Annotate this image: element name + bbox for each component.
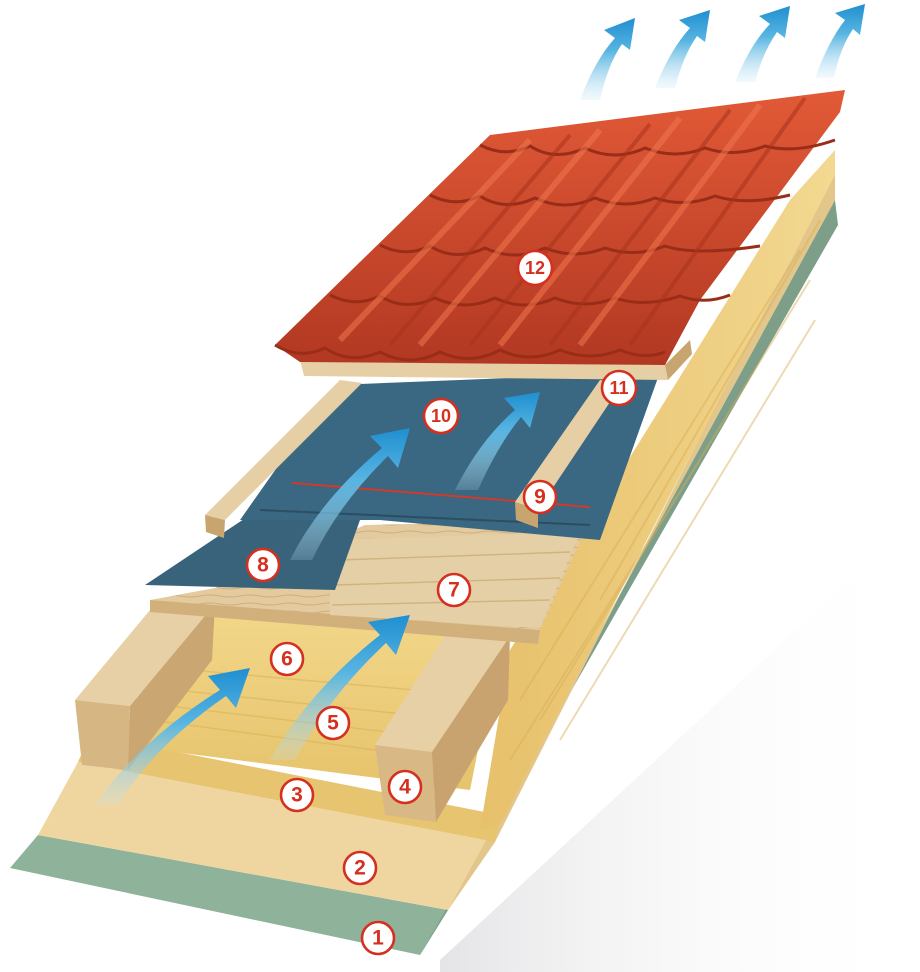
roof-tiles: [274, 90, 845, 365]
gypsum-board-side: [420, 200, 838, 955]
callout-5: 5: [315, 705, 351, 741]
callout-3-label: 3: [291, 784, 303, 807]
callout-8-label: 8: [257, 554, 269, 577]
callout-12-label: 12: [525, 258, 545, 278]
right-rafter-side: [432, 636, 510, 822]
callout-11-label: 11: [609, 378, 628, 398]
wool-side-body: [480, 150, 835, 830]
callout-4: 4: [387, 769, 423, 805]
roof-batten-side: [665, 340, 692, 380]
air-flow-arrow-icon: [735, 6, 790, 82]
callout-12: 12: [516, 249, 554, 287]
callout-7-label: 7: [448, 579, 460, 602]
air-flow-arrow-icon: [270, 615, 410, 760]
roof-batten: [300, 360, 668, 380]
counter-batten-left-front: [205, 515, 225, 538]
counter-batten-left: [205, 380, 362, 520]
callout-11: 11: [600, 369, 638, 407]
callout-2: 2: [342, 850, 378, 886]
air-flow-arrow-icon: [580, 18, 635, 100]
callout-1-label: 1: [372, 927, 384, 950]
air-flow-arrow-icon: [815, 4, 865, 78]
callout-9-label: 9: [534, 486, 546, 509]
callout-6: 6: [269, 641, 305, 677]
gypsum-board-front: [10, 835, 448, 955]
callout-2-label: 2: [354, 857, 366, 880]
callout-3: 3: [279, 777, 315, 813]
callout-10: 10: [422, 397, 460, 435]
left-rafter-front: [75, 700, 130, 770]
callout-6-label: 6: [281, 648, 293, 671]
right-rafter: [375, 628, 510, 752]
left-rafter-side: [128, 604, 215, 770]
callout-9: 9: [522, 479, 558, 515]
ground-shadow: [440, 520, 915, 972]
vapour-barrier-front: [38, 762, 495, 910]
callout-1: 1: [360, 920, 396, 956]
left-rafter: [75, 598, 215, 706]
air-flow-arrow-icon: [95, 668, 250, 805]
callout-5-label: 5: [327, 712, 339, 735]
air-flow-arrow-icon: [290, 428, 410, 560]
air-flow-arrow-icon: [455, 392, 540, 490]
wool-side-texture: [509, 219, 821, 761]
wood-board-front: [150, 600, 540, 644]
air-flow-arrows: [95, 4, 865, 805]
callout-8: 8: [245, 547, 281, 583]
callout-7: 7: [436, 572, 472, 608]
air-flow-arrow-icon: [655, 10, 710, 88]
callout-4-label: 4: [399, 776, 411, 799]
callout-10-label: 10: [431, 406, 451, 426]
counter-batten-right: [515, 380, 622, 510]
